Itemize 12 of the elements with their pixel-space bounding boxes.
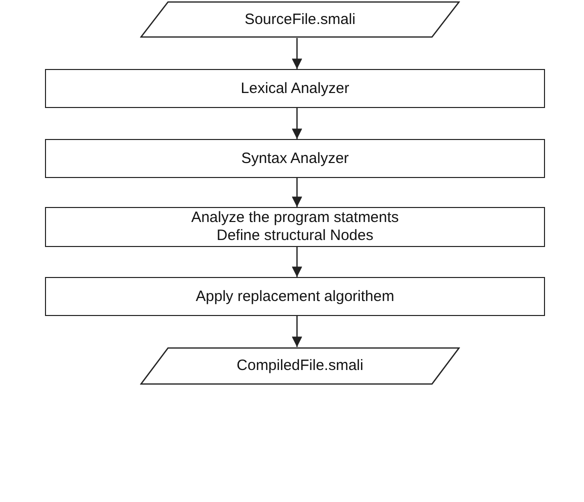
arrow — [292, 38, 302, 69]
node-text: CompiledFile.smali — [236, 357, 364, 375]
node-text: Lexical Analyzer — [240, 80, 350, 98]
arrow — [292, 247, 302, 277]
node-text: Analyze the program statments — [191, 209, 399, 227]
node-text: Apply replacement algorithem — [196, 288, 394, 306]
arrow — [292, 316, 302, 347]
node-text: SourceFile.smali — [244, 10, 356, 28]
arrow — [292, 108, 302, 139]
node-text: Define structural Nodes — [216, 227, 374, 245]
node-text: Syntax Analyzer — [241, 150, 349, 168]
arrow — [292, 178, 302, 207]
